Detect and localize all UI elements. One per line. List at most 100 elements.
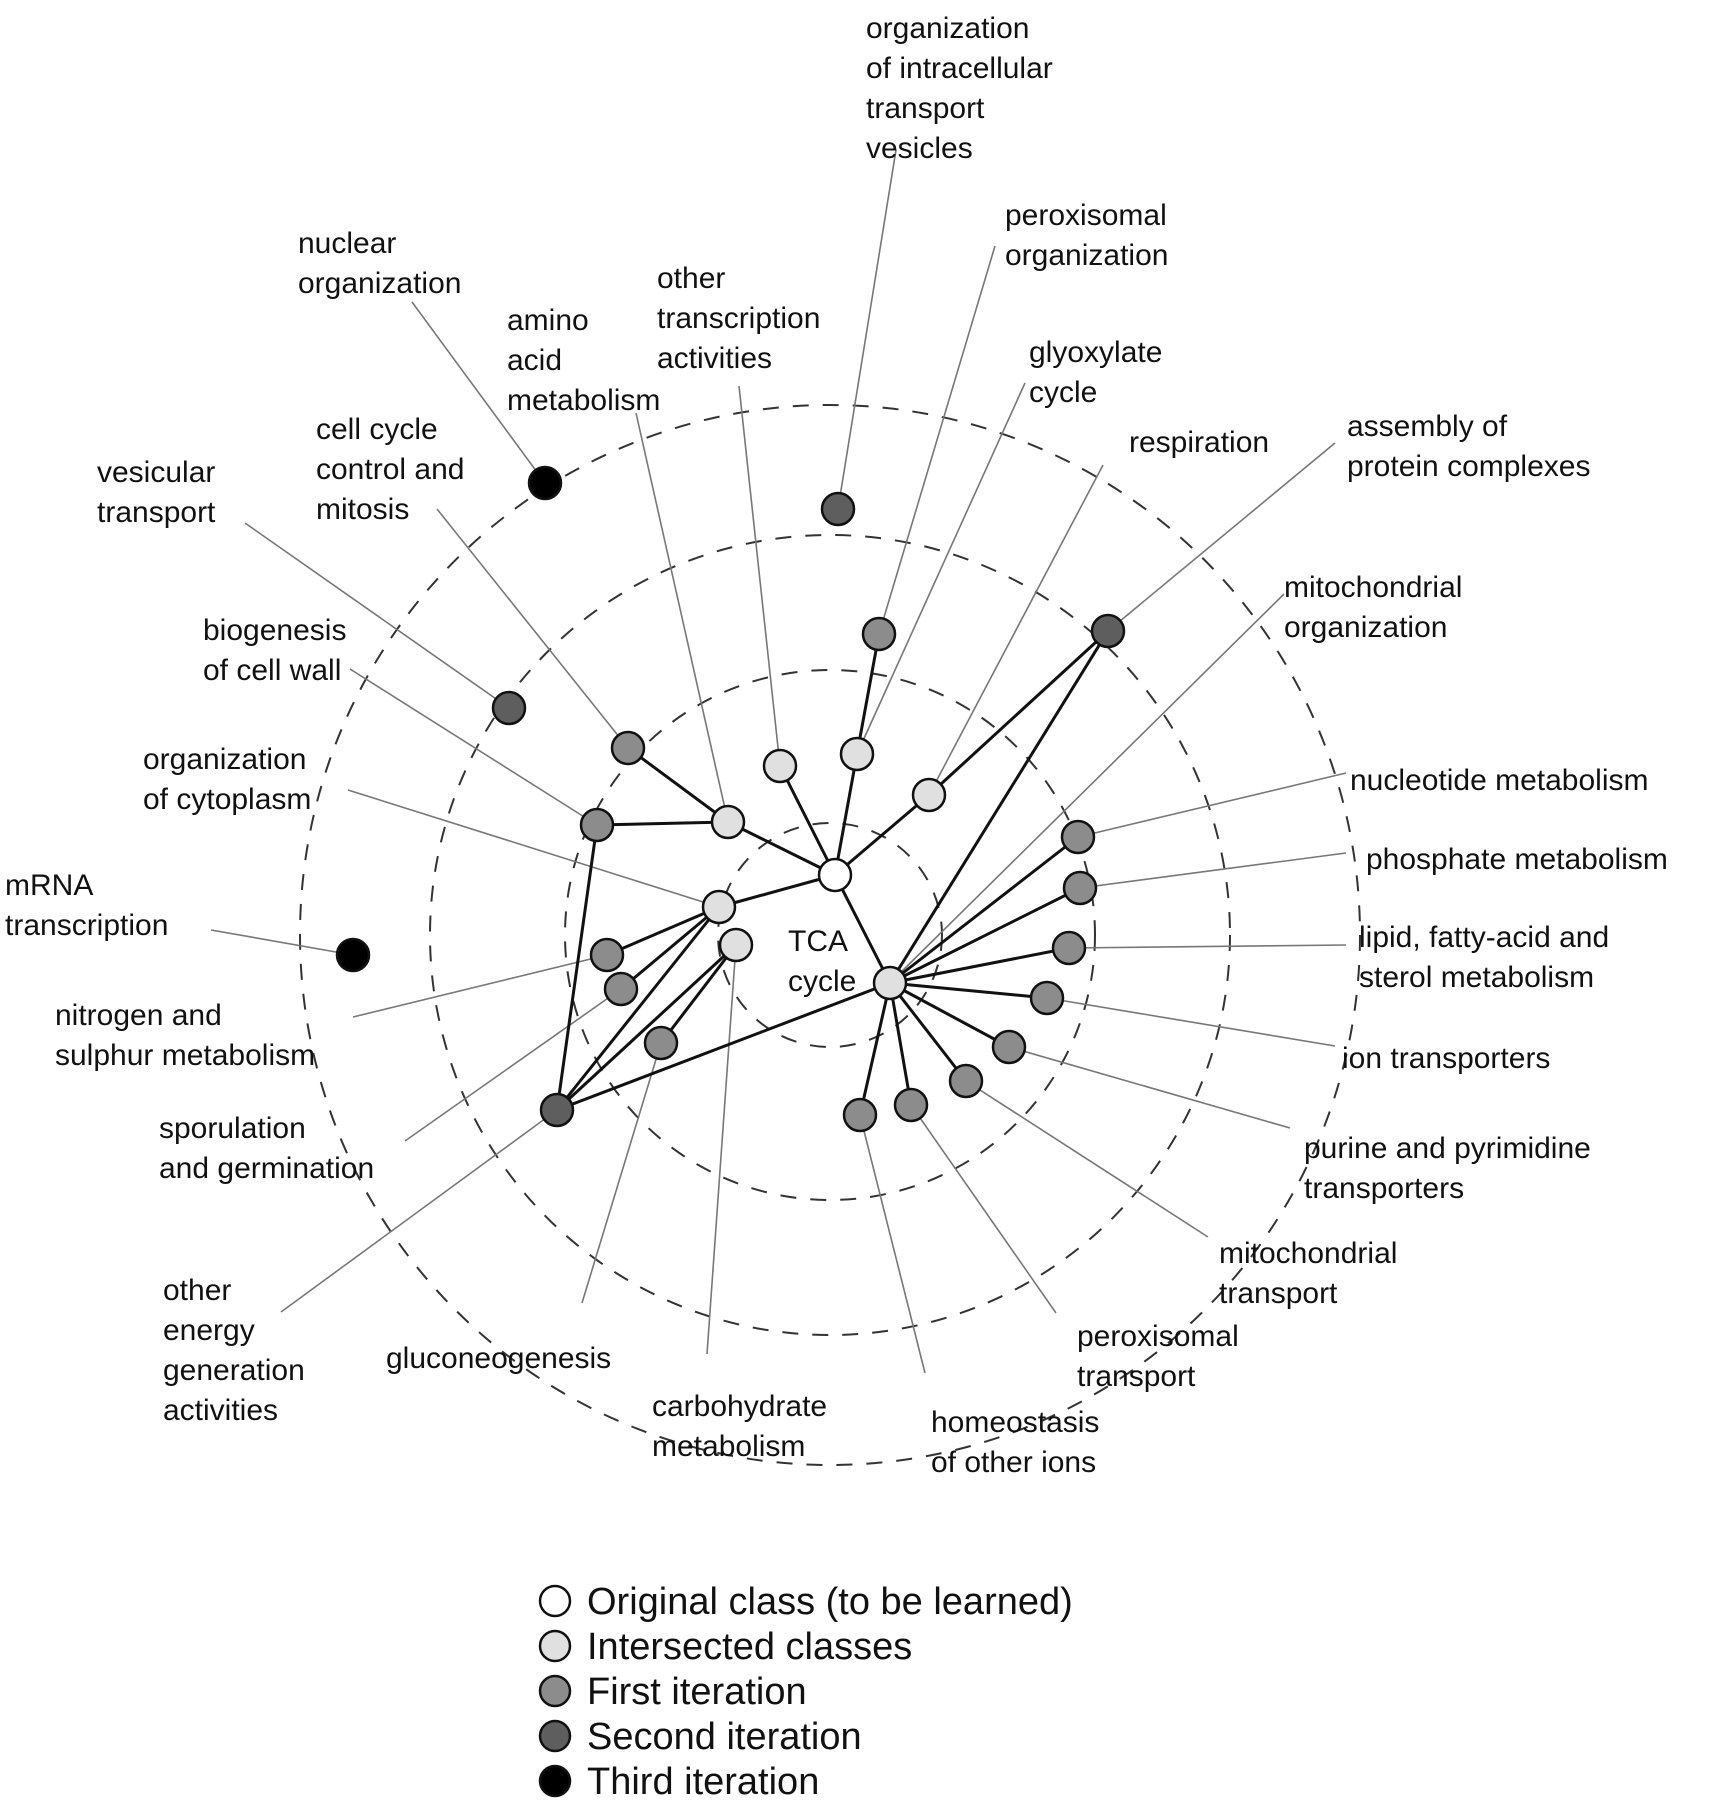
node-ho bbox=[842, 1097, 878, 1133]
edge-mo-mt bbox=[888, 982, 968, 1082]
leader-line-ac bbox=[635, 412, 729, 823]
edge-mo-pt bbox=[888, 982, 913, 1106]
node-oi bbox=[820, 491, 856, 527]
leader-line-vt bbox=[244, 522, 510, 709]
node-label-line: purine and pyrimidine bbox=[1304, 1132, 1591, 1165]
node-label-line: transport bbox=[1077, 1360, 1196, 1393]
leader-line-sg bbox=[404, 988, 622, 1142]
node-label-line: carbohydrate bbox=[652, 1390, 827, 1423]
legend-marker-intersected bbox=[538, 1629, 572, 1663]
node-label-lf: lipid, fatty-acid and sterol metabolism bbox=[1359, 921, 1609, 994]
node-label-line: glyoxylate bbox=[1029, 336, 1162, 369]
node-label-line: and germination bbox=[159, 1152, 374, 1185]
node-pp bbox=[991, 1029, 1027, 1065]
node-label-ho: homeostasis of other ions bbox=[931, 1406, 1099, 1479]
node-label-line: transport bbox=[1219, 1277, 1338, 1310]
node-label-line: mitochondrial bbox=[1284, 571, 1462, 604]
legend-label-first: First iteration bbox=[587, 1671, 807, 1713]
node-label-line: assembly of bbox=[1347, 410, 1508, 443]
node-label-rs: respiration bbox=[1129, 426, 1269, 459]
node-label-line: organization bbox=[298, 267, 461, 300]
leader-line-bc bbox=[349, 668, 598, 826]
legend-label-intersected: Intersected classes bbox=[587, 1626, 912, 1668]
node-label-pp: purine and pyrimidine transporters bbox=[1304, 1132, 1591, 1205]
leader-line-po bbox=[878, 245, 996, 635]
node-it bbox=[1029, 980, 1065, 1016]
node-label-line: sterol metabolism bbox=[1359, 961, 1594, 994]
node-label-ap: assembly of protein complexes bbox=[1347, 410, 1590, 483]
node-label-line: lipid, fatty-acid and bbox=[1359, 921, 1609, 954]
node-label-line: mitosis bbox=[316, 493, 409, 526]
node-cm bbox=[718, 927, 754, 963]
legend-label-original: Original class (to be learned) bbox=[587, 1581, 1073, 1623]
legend-marker-first bbox=[538, 1674, 572, 1708]
node-label-line: biogenesis bbox=[203, 614, 346, 647]
edge-tca-gc bbox=[833, 753, 859, 876]
leader-line-pp bbox=[1008, 1046, 1291, 1129]
leader-line-ph bbox=[1079, 852, 1347, 889]
node-bc bbox=[579, 807, 615, 843]
edge-mo-ap bbox=[888, 630, 1110, 984]
node-lf bbox=[1051, 930, 1087, 966]
node-label-line: nuclear bbox=[298, 227, 396, 260]
node-label-line: protein complexes bbox=[1347, 450, 1590, 483]
edge-ac-bc bbox=[596, 820, 729, 827]
node-label-line: acid bbox=[507, 344, 562, 377]
edge-gc-po bbox=[855, 633, 881, 755]
edge-mo-ph bbox=[889, 886, 1081, 985]
edge-tca-mo bbox=[833, 874, 892, 984]
node-label-line: peroxisomal bbox=[1005, 199, 1167, 232]
node-mt bbox=[948, 1063, 984, 1099]
edge-mo-ho bbox=[858, 982, 892, 1116]
node-label-line: mRNA bbox=[5, 869, 93, 902]
leader-line-oe bbox=[280, 1109, 558, 1313]
leader-line-pt bbox=[910, 1104, 1057, 1314]
node-label-line: metabolism bbox=[507, 384, 660, 417]
node-oc bbox=[701, 889, 737, 925]
node-label-line: cell cycle bbox=[316, 413, 438, 446]
label-leader-lines bbox=[210, 149, 1347, 1374]
ring-2 bbox=[564, 669, 1096, 1201]
network-nodes bbox=[335, 465, 1126, 1133]
node-pt bbox=[893, 1087, 929, 1123]
node-label-no: nuclear organization bbox=[298, 227, 461, 300]
leader-line-rs bbox=[928, 464, 1104, 796]
leader-line-mr bbox=[210, 929, 354, 956]
edge-ac-cc bbox=[627, 746, 729, 824]
node-label-line: of cell wall bbox=[203, 654, 341, 687]
node-label-line: activities bbox=[657, 342, 772, 375]
node-ot bbox=[762, 748, 798, 784]
leader-line-oi bbox=[837, 149, 897, 510]
leader-line-cc bbox=[436, 508, 629, 749]
node-label-line: transport bbox=[866, 92, 985, 125]
leader-line-mo bbox=[889, 593, 1285, 984]
node-label-line: of cytoplasm bbox=[143, 783, 311, 816]
node-label-line: homeostasis bbox=[931, 1406, 1099, 1439]
node-label-line: transporters bbox=[1304, 1172, 1464, 1205]
edge-bc-oe bbox=[555, 824, 599, 1111]
node-mo bbox=[872, 965, 908, 1001]
edge-mo-lf bbox=[889, 946, 1070, 985]
edge-mo-oe bbox=[556, 981, 891, 1112]
node-label-line: sulphur metabolism bbox=[55, 1039, 315, 1072]
node-label-line: generation bbox=[163, 1354, 305, 1387]
node-ac bbox=[710, 804, 746, 840]
node-label-line: transcription bbox=[5, 909, 168, 942]
node-gn bbox=[643, 1025, 679, 1061]
node-ns bbox=[589, 937, 625, 973]
node-label-line: organization bbox=[866, 12, 1029, 45]
edge-mo-pp bbox=[889, 981, 1010, 1049]
edge-oc-oe bbox=[555, 906, 721, 1111]
node-label-line: of other ions bbox=[931, 1446, 1096, 1479]
leader-line-ap bbox=[1107, 442, 1336, 632]
ring-1 bbox=[717, 822, 943, 1048]
node-ap bbox=[1090, 613, 1126, 649]
